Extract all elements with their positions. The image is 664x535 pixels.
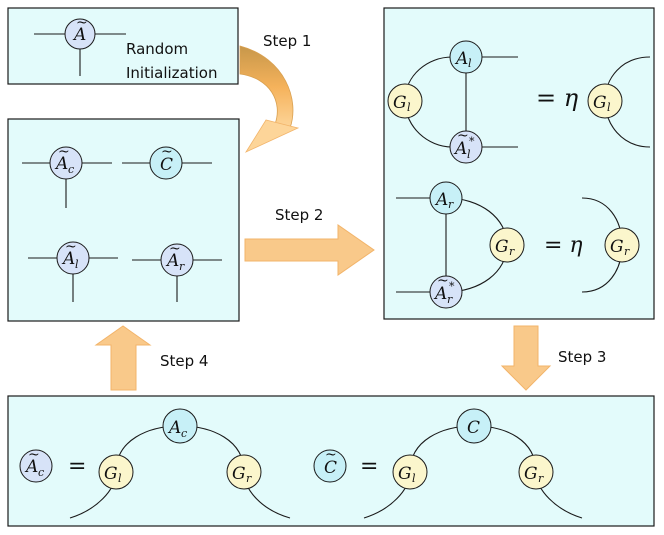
svg-text:r: r	[538, 472, 544, 485]
svg-text:C: C	[160, 155, 173, 175]
svg-text:l: l	[75, 258, 79, 271]
svg-text:~: ~	[76, 15, 88, 31]
svg-text:~: ~	[161, 144, 173, 160]
svg-text:r: r	[509, 245, 515, 258]
tensor-node-C	[456, 408, 492, 444]
env-node-Gr-right	[518, 454, 554, 490]
equals-eta-top: = η	[536, 84, 579, 112]
svg-text:c: c	[68, 163, 74, 176]
svg-text:~: ~	[169, 241, 181, 257]
svg-text:~: ~	[457, 128, 469, 144]
svg-text:c: c	[38, 466, 44, 479]
step2-label: Step 2	[275, 206, 323, 224]
step3-label: Step 3	[558, 348, 606, 366]
svg-text:G: G	[593, 93, 607, 113]
tensor-node-Al-tilde	[56, 241, 90, 275]
tensor-node-Ar-conj	[429, 275, 463, 309]
svg-text:A: A	[61, 249, 75, 269]
env-node-Gr	[489, 227, 525, 263]
svg-text:A: A	[454, 49, 468, 69]
update-panel: A c ~ = A c G l G r C ~ = C G l G r	[7, 395, 655, 527]
svg-text:*: *	[469, 135, 475, 148]
svg-text:~: ~	[58, 144, 70, 160]
svg-text:A: A	[72, 25, 86, 45]
env-node-Gl-left	[98, 454, 134, 490]
env-node-Gr-rhs	[604, 227, 640, 263]
equals-eta-bottom: = η	[544, 233, 583, 258]
svg-text:~: ~	[65, 239, 77, 255]
step1-arrow	[239, 45, 300, 153]
init-panel: A ~ Random Initialization	[7, 7, 239, 85]
init-label-initialization: Initialization	[126, 64, 217, 82]
svg-text:G: G	[104, 464, 118, 484]
svg-text:A: A	[433, 284, 447, 304]
tensor-node-Al	[449, 40, 483, 74]
env-node-Gl-right	[392, 454, 428, 490]
env-node-Gl	[387, 83, 423, 119]
equals-left: =	[68, 454, 86, 479]
svg-text:G: G	[398, 464, 412, 484]
tensor-node-Ar-tilde	[160, 243, 194, 277]
tensor-node-C-tilde	[149, 146, 183, 180]
tensor-node-Ac-tilde-result	[19, 449, 53, 483]
svg-text:C: C	[324, 458, 337, 478]
svg-text:l: l	[467, 148, 471, 161]
svg-text:r: r	[624, 245, 630, 258]
svg-text:~: ~	[28, 447, 40, 463]
svg-text:r: r	[179, 260, 185, 273]
tensor-node-Ac	[162, 408, 198, 444]
svg-text:c: c	[181, 427, 187, 440]
init-label-random: Random	[126, 40, 188, 58]
svg-text:A: A	[24, 457, 38, 477]
svg-text:r: r	[246, 472, 252, 485]
svg-text:~: ~	[325, 447, 337, 463]
svg-text:A: A	[54, 154, 68, 174]
tensor-node-C-tilde-result	[313, 449, 347, 483]
svg-text:G: G	[495, 237, 509, 257]
svg-text:l: l	[468, 57, 472, 70]
eigen-panel: G l A l A l * ~ = η G l A r A r * ~ G r …	[383, 7, 655, 320]
svg-text:G: G	[232, 464, 246, 484]
svg-text:l: l	[118, 472, 122, 485]
svg-text:A: A	[453, 139, 467, 159]
svg-text:l: l	[407, 101, 411, 114]
tensor-node-A-tilde	[64, 18, 96, 50]
svg-text:r: r	[447, 293, 453, 306]
env-node-Gl-rhs	[587, 83, 623, 119]
tensor-node-Ar	[429, 181, 463, 215]
tensor-node-Al-conj	[449, 130, 483, 164]
svg-text:r: r	[448, 198, 454, 211]
tensors-panel: A c ~ C ~ A l ~ A r ~	[7, 118, 240, 322]
svg-text:l: l	[412, 472, 416, 485]
svg-text:~: ~	[437, 273, 449, 289]
step2-arrow	[244, 224, 375, 276]
tensor-node-Ac-tilde	[49, 146, 83, 180]
svg-text:l: l	[607, 101, 611, 114]
svg-text:G: G	[610, 237, 624, 257]
step4-arrow	[94, 325, 152, 391]
env-node-Gr-left	[226, 454, 262, 490]
step3-arrow	[500, 325, 552, 391]
svg-text:A: A	[167, 418, 181, 438]
step1-label: Step 1	[263, 32, 311, 50]
svg-text:G: G	[524, 464, 538, 484]
step4-label: Step 4	[160, 352, 208, 370]
equals-right: =	[360, 454, 378, 479]
svg-text:C: C	[467, 418, 480, 438]
svg-text:G: G	[393, 93, 407, 113]
svg-text:*: *	[449, 280, 455, 293]
svg-text:A: A	[165, 251, 179, 271]
svg-text:A: A	[434, 190, 448, 210]
